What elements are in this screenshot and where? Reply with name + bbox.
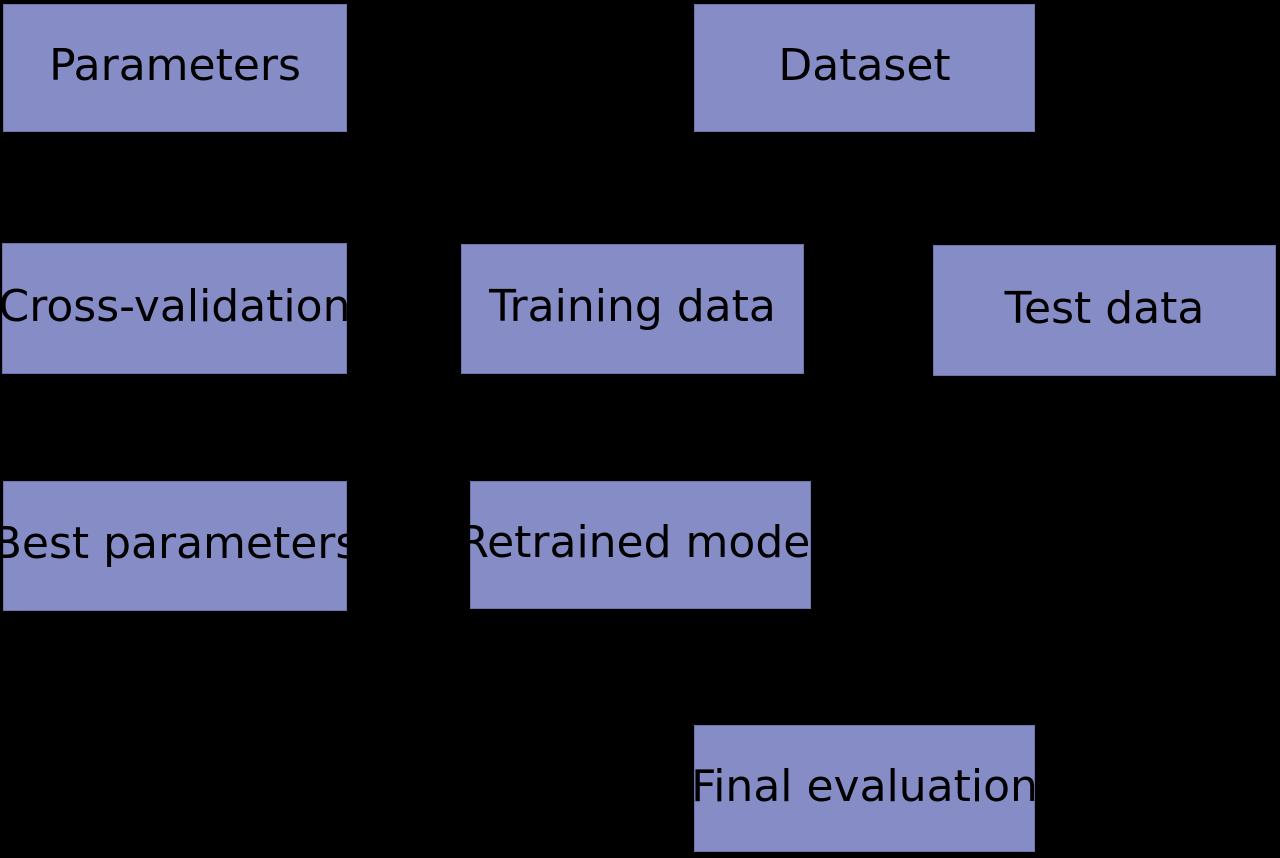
node-test-data[interactable]: Test data bbox=[933, 245, 1276, 376]
node-best-parameters[interactable]: Best parameters bbox=[0, 481, 358, 611]
node-label-best-parameters: Best parameters bbox=[0, 518, 359, 569]
node-retrained-model[interactable]: Retrained model bbox=[458, 481, 823, 609]
node-label-parameters: Parameters bbox=[49, 40, 301, 91]
node-label-training-data: Training data bbox=[489, 281, 776, 332]
node-dataset[interactable]: Dataset bbox=[694, 4, 1035, 132]
node-label-dataset: Dataset bbox=[778, 40, 951, 91]
node-label-final-evaluation: Final evaluation bbox=[691, 760, 1038, 812]
node-training-data[interactable]: Training data bbox=[461, 244, 804, 374]
node-label-cross-validation: Cross-validation bbox=[0, 280, 351, 332]
node-parameters[interactable]: Parameters bbox=[3, 4, 347, 132]
node-cross-validation[interactable]: Cross-validation bbox=[0, 243, 351, 374]
node-label-test-data: Test data bbox=[1004, 282, 1205, 334]
node-label-retrained-model: Retrained model bbox=[458, 517, 823, 568]
node-final-evaluation[interactable]: Final evaluation bbox=[691, 725, 1038, 852]
